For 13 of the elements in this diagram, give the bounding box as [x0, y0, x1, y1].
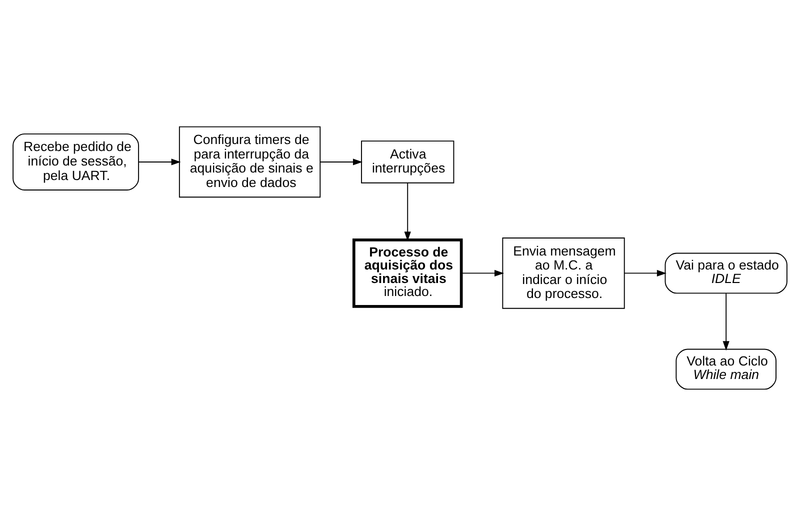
node-box: Volta ao Ciclo While main: [676, 348, 776, 390]
arrow: [404, 182, 411, 241]
node-box: Vai para o estado IDLE: [664, 252, 788, 294]
node-box: Recebe pedido de início de sessão, pela UART.: [12, 132, 140, 190]
node-box: Envia mensagem ao M.C. a indicar o início do processo.: [502, 237, 625, 308]
arrow: [138, 158, 181, 165]
arrow: [320, 158, 362, 165]
arrow: [624, 269, 666, 276]
node-box: Activa interrupções: [361, 140, 454, 183]
node-box: Processo de aquisição dos sinais vitais iniciado.: [352, 238, 463, 308]
arrow: [461, 269, 504, 276]
node-box: Configura timers de para interrupção da aquisição de sinais e envio de dados: [178, 126, 321, 198]
arrow: [722, 292, 730, 350]
